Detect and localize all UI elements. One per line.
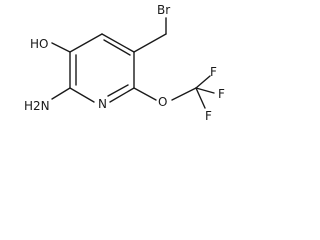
bond-c4-c5-inner bbox=[103, 39, 131, 56]
structure-diagram: Br HO H2N N O F F F bbox=[0, 0, 238, 140]
bond-c2-nh2 bbox=[51, 87, 71, 100]
bond-n-c2 bbox=[69, 87, 95, 103]
molecule-svg: Br HO H2N N O F F F bbox=[24, 3, 225, 123]
bond-c3-c4 bbox=[69, 33, 103, 53]
atom-oh: HO bbox=[30, 37, 48, 51]
atom-nh2: H2N bbox=[24, 99, 50, 113]
atom-f2: F bbox=[218, 87, 225, 101]
bond-cf3-f2 bbox=[195, 87, 215, 94]
atom-f1: F bbox=[210, 65, 217, 79]
bond-cf3-f1 bbox=[195, 75, 211, 89]
atom-f3: F bbox=[205, 109, 212, 123]
bond-c6-o bbox=[133, 87, 157, 101]
bond-cf3-f3 bbox=[195, 87, 206, 109]
bond-o-cf3 bbox=[171, 87, 197, 101]
bond-c4-c5 bbox=[101, 33, 135, 53]
bond-c6-n-inner bbox=[107, 84, 129, 97]
atom-br: Br bbox=[157, 3, 170, 17]
atom-n: N bbox=[98, 97, 107, 111]
bond-c3-oh bbox=[51, 42, 71, 53]
bond-c6-n bbox=[109, 87, 135, 103]
atom-o: O bbox=[158, 95, 167, 109]
bond-c5-ch2 bbox=[133, 33, 167, 53]
